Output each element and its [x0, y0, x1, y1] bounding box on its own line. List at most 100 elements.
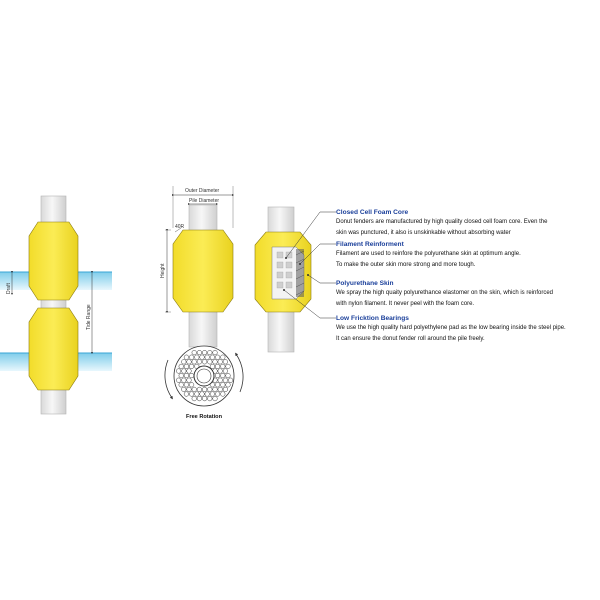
callout-title: Closed Cell Foam Core — [336, 209, 409, 216]
foam-cell — [196, 396, 202, 402]
rotation-arrow-right — [235, 352, 244, 393]
foam-cell — [217, 368, 223, 374]
foam-cell — [209, 363, 215, 369]
foam-cell — [222, 377, 228, 383]
callout-text-line: Filament are used to reinfore the polyur… — [336, 251, 521, 257]
free-rotation-label: Free Rotation — [186, 414, 223, 420]
foam-cell — [176, 377, 182, 383]
foam-cell — [183, 354, 189, 360]
foam-cell — [215, 382, 221, 388]
foam-cell — [183, 373, 189, 379]
foam-cell — [215, 354, 221, 360]
foam-cell — [207, 359, 213, 365]
filament-layer — [296, 249, 304, 297]
callout-filament-reinforcement: Filament Reinforment Filament are used t… — [336, 240, 600, 270]
foam-cell — [189, 354, 195, 360]
foam-cell — [215, 391, 221, 397]
fender-upper — [28, 221, 79, 301]
foam-cell — [207, 350, 213, 356]
foam-cell — [196, 359, 202, 365]
foam-cell — [215, 373, 221, 379]
foam-cell — [209, 391, 215, 397]
foam-cell — [196, 350, 202, 356]
callout-leaders — [283, 211, 336, 319]
foam-cell — [204, 391, 210, 397]
callout-low-friction-bearings: Low Fricktion Bearings We use the high q… — [336, 314, 600, 344]
foam-cell — [186, 386, 192, 392]
foam-cell — [191, 386, 197, 392]
foam-cell — [183, 363, 189, 369]
foam-cell — [222, 368, 228, 374]
foam-cell — [228, 377, 234, 383]
callout-title: Filament Reinforment — [336, 241, 404, 248]
foam-cell — [186, 377, 192, 383]
foam-cell — [220, 363, 226, 369]
foam-cell — [189, 373, 195, 379]
outer-diameter-label: Outer Diameter — [185, 188, 220, 194]
foam-cell — [220, 391, 226, 397]
draft-label: Draft — [6, 283, 12, 294]
foam-cell — [212, 386, 218, 392]
foam-cell — [202, 396, 208, 402]
callout-text-line: with nylon filament. It never peel with … — [336, 300, 475, 307]
fender-middle — [172, 229, 234, 313]
callout-title: Low Fricktion Bearings — [336, 315, 409, 322]
foam-cell — [191, 396, 197, 402]
foam-cell — [189, 363, 195, 369]
foam-cell — [196, 386, 202, 392]
foam-cell — [225, 363, 231, 369]
foam-cell — [202, 350, 208, 356]
callout-text-line: We use the high quality hard polyethylen… — [336, 325, 566, 331]
foam-cell — [199, 391, 205, 397]
foam-cell — [212, 350, 218, 356]
foam-cell — [220, 373, 226, 379]
foam-cell — [189, 382, 195, 388]
foam-cell — [194, 354, 200, 360]
foam-cell — [186, 368, 192, 374]
foam-cell — [178, 363, 184, 369]
foam-cell — [225, 382, 231, 388]
callout-text-line: Donut fenders are manufactured by high q… — [336, 219, 548, 225]
foam-cell — [183, 382, 189, 388]
cross-section: Free Rotation — [164, 345, 244, 420]
height-label: Height — [160, 263, 166, 278]
radius-label: 40R — [175, 224, 185, 230]
foam-cell — [202, 386, 208, 392]
fender-lower — [28, 307, 79, 391]
callout-title: Polyurethane Skin — [336, 280, 394, 287]
tide-range-illustration: Draft Tide Range — [0, 195, 112, 415]
foam-cell — [191, 350, 197, 356]
foam-cell — [215, 363, 221, 369]
foam-cell — [181, 359, 187, 365]
foam-cell — [189, 391, 195, 397]
foam-cell — [217, 386, 223, 392]
foam-cell — [186, 359, 192, 365]
foam-cell — [222, 359, 228, 365]
callout-closed-cell-foam-core: Closed Cell Foam Core Donut fenders are … — [336, 208, 600, 238]
foam-cell — [178, 382, 184, 388]
foam-cell — [209, 354, 215, 360]
foam-cell — [181, 377, 187, 383]
rotation-arrow-left — [164, 359, 173, 400]
foam-cell — [199, 354, 205, 360]
foam-cell — [207, 396, 213, 402]
callout-text-line: We spray the high quaity polyurethance e… — [336, 290, 554, 296]
foam-cell — [204, 354, 210, 360]
foam-cell — [209, 382, 215, 388]
cutaway-illustration — [254, 206, 336, 353]
tide-range-label: Tide Range — [86, 304, 92, 330]
foam-cell — [194, 391, 200, 397]
foam-cell — [212, 396, 218, 402]
foam-cell — [222, 386, 228, 392]
foam-cell — [181, 386, 187, 392]
foam-cell — [217, 377, 223, 383]
callout-polyurethane-skin: Polyurethane Skin We spray the high quai… — [336, 279, 600, 309]
callout-text-line: skin was punctured, it also is unskinkab… — [336, 229, 511, 236]
foam-cell — [176, 368, 182, 374]
pile-diameter-label: Pile Diameter — [189, 198, 219, 204]
foam-cell — [202, 359, 208, 365]
foam-cell — [191, 359, 197, 365]
foam-cell — [220, 354, 226, 360]
foam-cell — [220, 382, 226, 388]
foam-cell — [217, 359, 223, 365]
